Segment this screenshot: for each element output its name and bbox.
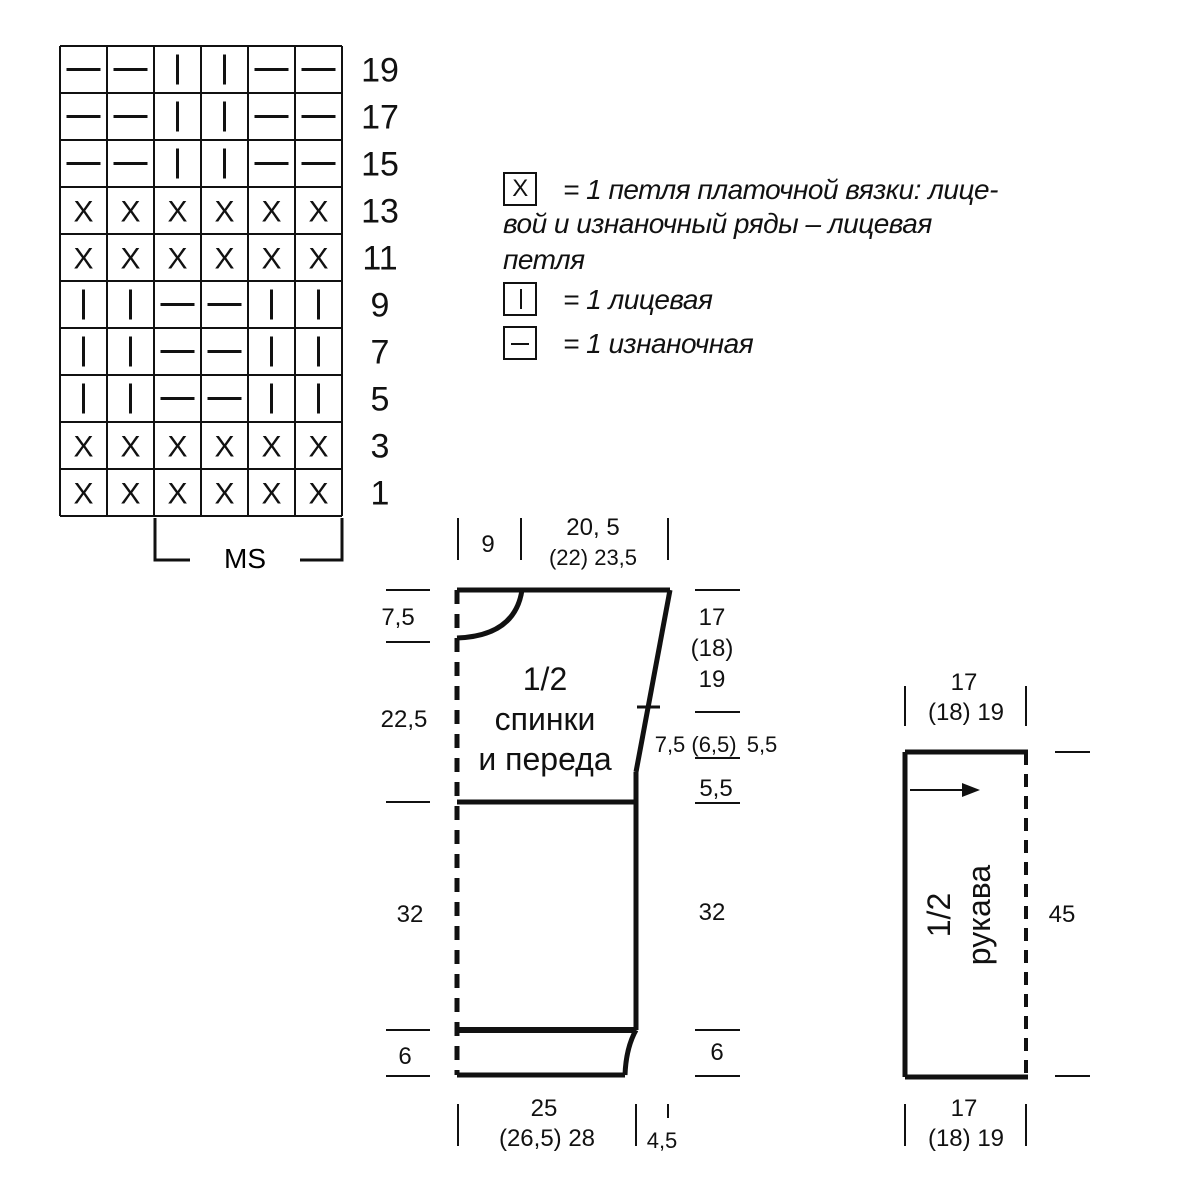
dim-right-shoulder-1: 17 (699, 604, 726, 631)
sleeve-top-width-2: (18) 19 (928, 699, 1004, 726)
chart-cell-garter: X (214, 431, 234, 464)
chart-row-number: 7 (371, 334, 390, 372)
repeat-label: MS (224, 543, 266, 574)
chart-row-number: 19 (361, 52, 399, 90)
chart-row-number: 9 (371, 287, 390, 325)
garter-stitch-symbol-icon: X (503, 171, 537, 206)
dim-bottom-width-1: 25 (531, 1095, 558, 1122)
sleeve-schematic (902, 749, 1028, 1080)
chart-cell-garter: X (308, 243, 328, 276)
chart-row-number: 17 (361, 99, 399, 137)
chart-cell-garter: X (167, 196, 187, 229)
chart-cell-garter: X (308, 478, 328, 511)
chart-cell-garter: X (261, 196, 281, 229)
dim-top-neck: 9 (481, 531, 494, 558)
sleeve-label-line-2: рукава (961, 865, 997, 966)
dim-bottom-side: 4,5 (647, 1128, 678, 1153)
chart-cell-garter: X (308, 196, 328, 229)
legend-garter-line-3: петля (503, 244, 585, 275)
chart-cell-garter: X (73, 243, 93, 276)
chart-cell-garter: X (120, 243, 140, 276)
chart-cell-garter: X (167, 243, 187, 276)
dim-right-mid-1: 7,5 (655, 732, 686, 757)
legend-knit-text: = 1 лицевая (563, 284, 713, 315)
chart-cell-garter: X (214, 243, 234, 276)
sleeve-label-line-1: 1/2 (921, 893, 957, 937)
knit-stitch-symbol-icon (503, 281, 537, 316)
dim-right-mid-3: 5,5 (747, 732, 778, 757)
sleeve-labels: 17 (18) 19 45 17 (18) 19 1/2 рукава (921, 669, 1075, 1152)
dim-bottom-width-2: (26,5) 28 (499, 1125, 595, 1152)
dim-right-rib: 6 (710, 1039, 723, 1066)
chart-cell-garter: X (308, 431, 328, 464)
chart-cell-garter: X (73, 478, 93, 511)
dim-armhole-height: 22,5 (381, 706, 428, 733)
chart-cell-garter: X (214, 478, 234, 511)
body-label-line-1: 1/2 (523, 661, 567, 697)
chart-row-number: 13 (361, 193, 399, 231)
repeat-bracket (153, 518, 344, 562)
legend-row-purl: = 1 изнаночная (503, 322, 1063, 366)
chart-cell-garter: X (120, 478, 140, 511)
sleeve-bottom-width-2: (18) 19 (928, 1125, 1004, 1152)
body-schematic (454, 587, 673, 1078)
dim-top-shoulder-1: 20, 5 (566, 514, 619, 541)
chart-cell-garter: X (73, 431, 93, 464)
legend-purl-text: = 1 изнаночная (563, 328, 754, 359)
chart-row-number: 3 (371, 428, 390, 466)
dim-body-height: 32 (397, 901, 424, 928)
legend-row-garter: X = 1 петля платочной вязки: лице- (503, 168, 1063, 212)
body-dimension-lines (386, 518, 740, 1146)
chart-cell-garter: X (167, 478, 187, 511)
chart-row-number: 5 (371, 381, 390, 419)
dim-right-lower: 5,5 (699, 775, 732, 802)
arrow-right-icon (962, 783, 980, 797)
sleeve-dimension-lines (904, 686, 1090, 1146)
legend-garter-line-1: = 1 петля платочной вязки: лице- (563, 174, 998, 205)
chart-row-number: 11 (362, 240, 397, 278)
legend-row-knit: = 1 лицевая (503, 278, 1063, 322)
chart-cell-garter: X (167, 431, 187, 464)
dim-neck-depth: 7,5 (381, 604, 414, 631)
chart-cell-garter: X (261, 478, 281, 511)
chart-cell-garter: X (120, 196, 140, 229)
sleeve-length: 45 (1049, 901, 1076, 928)
chart-cell-garter: X (120, 431, 140, 464)
stitch-legend: X = 1 петля платочной вязки: лице- вой и … (503, 168, 1063, 366)
chart-cell-garter: X (73, 196, 93, 229)
sleeve-top-width-1: 17 (951, 669, 978, 696)
chart-cell-garter: X (214, 196, 234, 229)
body-label-line-3: и переда (478, 741, 611, 777)
body-labels: 1/2 спинки и переда 9 20, 5 (22) 23,5 7,… (381, 514, 778, 1153)
sleeve-bottom-width-1: 17 (951, 1095, 978, 1122)
dim-right-body: 32 (699, 899, 726, 926)
purl-stitch-symbol-icon (503, 325, 537, 360)
chart-row-number: 15 (361, 146, 399, 184)
dim-right-shoulder-2: (18) (691, 635, 734, 662)
dim-top-shoulder-2: (22) 23,5 (549, 545, 637, 570)
legend-garter-line-2: вой и изнаночный ряды – лицевая (503, 208, 932, 239)
chart-row-number: 1 (371, 475, 390, 513)
dim-right-shoulder-3: 19 (699, 666, 726, 693)
chart-cell-garter: X (261, 243, 281, 276)
dim-right-mid-2: (6,5) (691, 732, 736, 757)
chart-cell-garter: X (261, 431, 281, 464)
dim-rib-height: 6 (398, 1043, 411, 1070)
body-label-line-2: спинки (495, 701, 596, 737)
